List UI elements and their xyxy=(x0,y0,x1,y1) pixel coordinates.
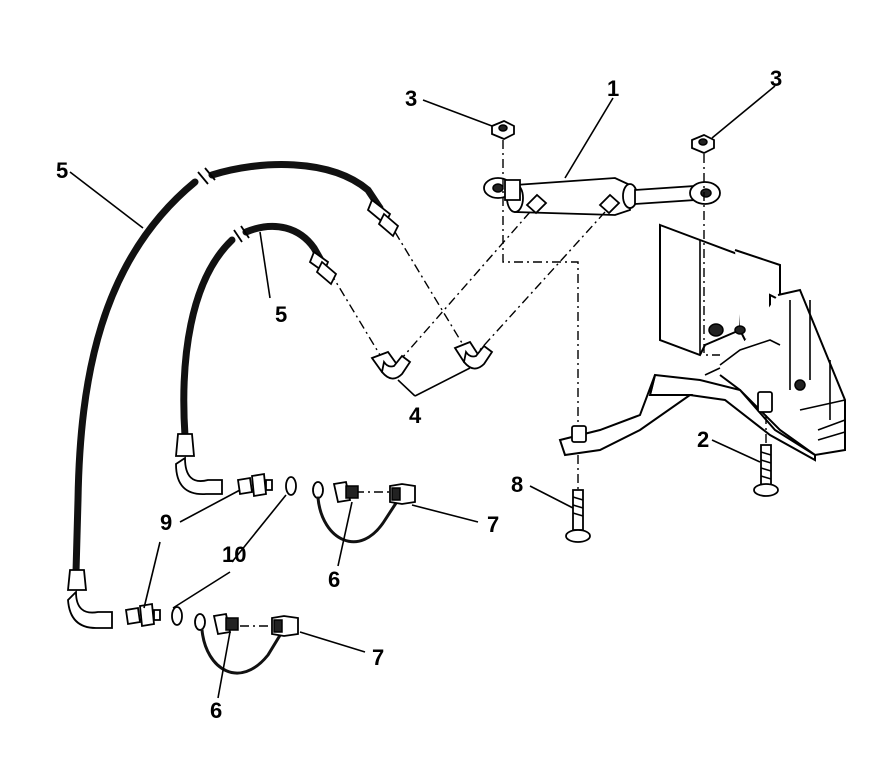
hydraulic-cylinder xyxy=(483,177,721,216)
callout-6-lower: 6 xyxy=(210,698,222,723)
o-ring-upper xyxy=(285,476,297,496)
callout-3-right: 3 xyxy=(770,66,782,91)
callout-9: 9 xyxy=(160,510,172,535)
callout-labels: 1 3 3 5 5 4 2 8 9 10 7 6 7 6 xyxy=(56,66,782,723)
mounting-frame xyxy=(558,223,846,462)
nut-left xyxy=(491,120,515,140)
callout-7-lower: 7 xyxy=(372,645,384,670)
callout-5-long-hose: 5 xyxy=(56,158,68,183)
callout-7-upper: 7 xyxy=(487,512,499,537)
callout-1: 1 xyxy=(607,76,619,101)
cap-lower xyxy=(271,615,299,637)
hose-long xyxy=(67,161,400,629)
leader-lines xyxy=(69,85,776,699)
callout-8: 8 xyxy=(511,472,523,497)
callout-2: 2 xyxy=(697,427,709,452)
callout-5-short-hose: 5 xyxy=(275,302,287,327)
adapter-lower xyxy=(124,602,161,628)
coupler-lower xyxy=(194,612,284,675)
coupler-upper xyxy=(312,480,400,543)
assembly-center-lines xyxy=(240,140,767,627)
elbow-fitting-right xyxy=(453,340,494,370)
elbow-fitting-left xyxy=(370,350,412,380)
hose-short xyxy=(175,222,338,495)
o-ring-lower xyxy=(171,606,183,626)
callout-3-left: 3 xyxy=(405,86,417,111)
nut-right xyxy=(691,134,715,154)
bolt-2 xyxy=(753,444,779,497)
callout-4: 4 xyxy=(409,403,422,428)
bolt-8 xyxy=(565,489,591,543)
callout-10: 10 xyxy=(222,542,246,567)
cap-upper xyxy=(389,483,416,505)
adapter-upper xyxy=(236,472,273,498)
callout-6-upper: 6 xyxy=(328,567,340,592)
